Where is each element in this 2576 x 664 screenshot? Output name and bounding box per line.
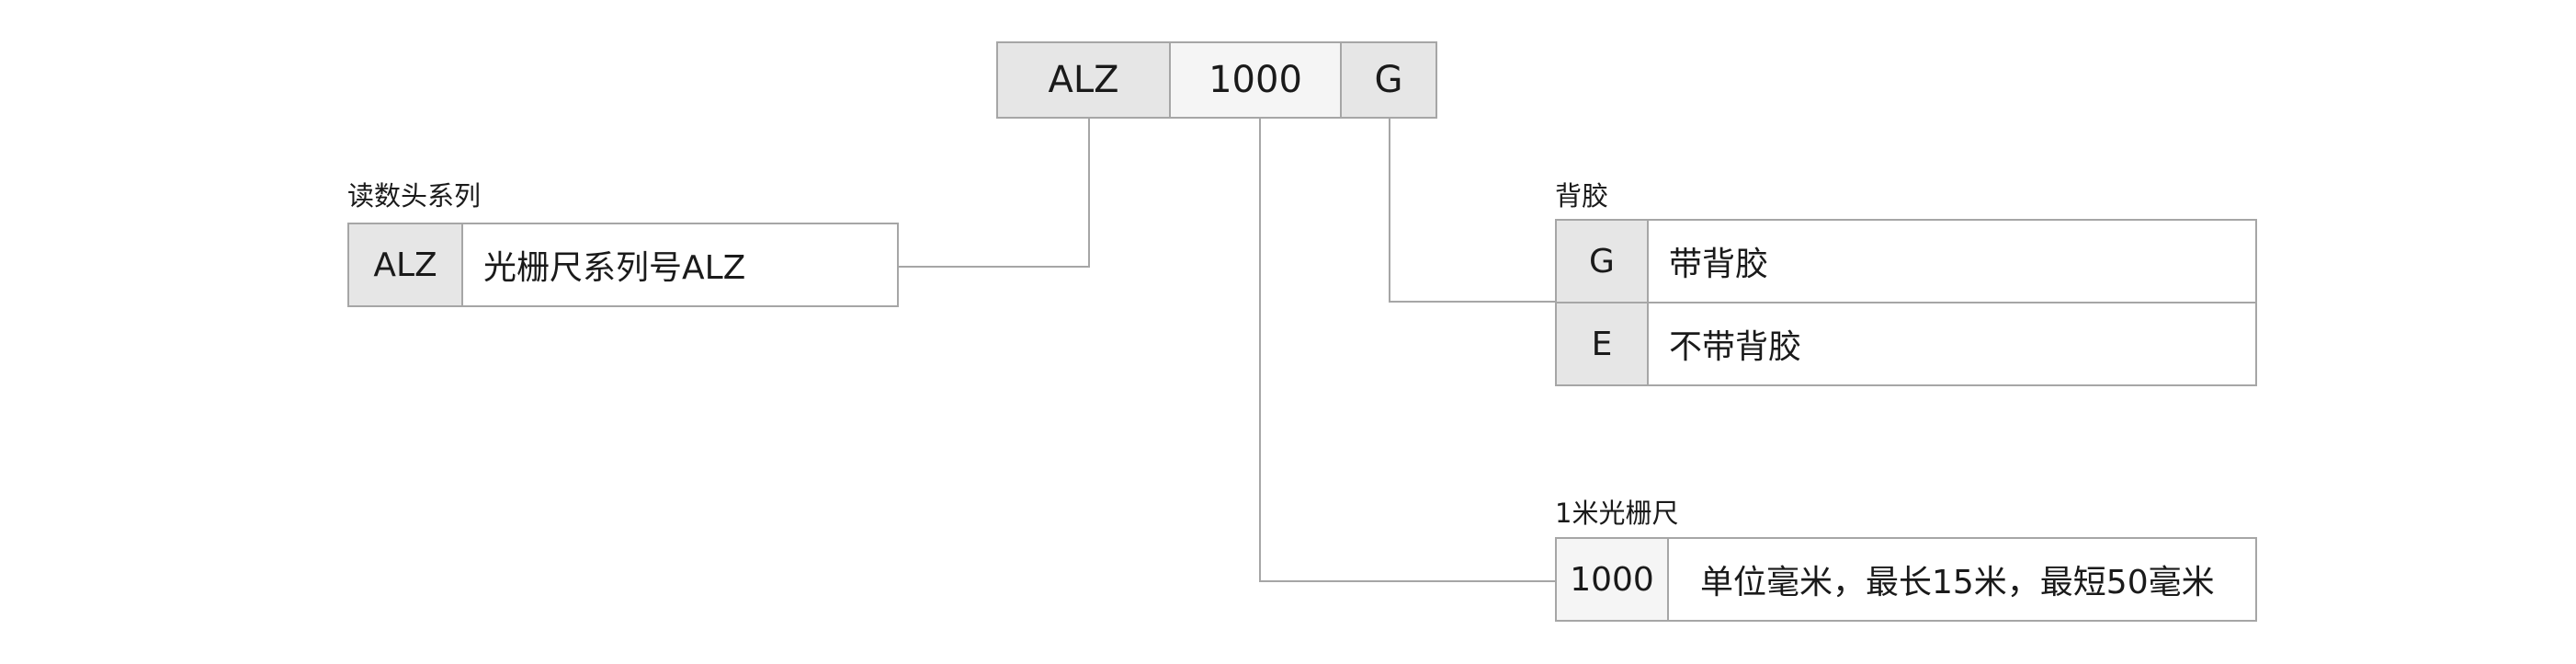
connector-series bbox=[898, 117, 1090, 268]
code-part-length: 1000 bbox=[1169, 41, 1342, 119]
option-desc: 单位毫米，最长15米，最短50毫米 bbox=[1667, 537, 2257, 622]
group-title: 1米光栅尺 bbox=[1555, 498, 1679, 529]
option-code: E bbox=[1555, 302, 1649, 386]
option-code: 1000 bbox=[1555, 537, 1669, 622]
option-desc: 带背胶 bbox=[1647, 219, 2257, 303]
code-part-backing: G bbox=[1340, 41, 1437, 119]
connector-length bbox=[1259, 117, 1558, 582]
code-part-series: ALZ bbox=[996, 41, 1171, 119]
option-code: ALZ bbox=[347, 223, 463, 307]
group-title: 背胶 bbox=[1555, 180, 1609, 212]
option-desc: 不带背胶 bbox=[1647, 302, 2257, 386]
group-title: 读数头系列 bbox=[347, 180, 482, 212]
connector-backing bbox=[1389, 117, 1558, 303]
option-desc: 光栅尺系列号ALZ bbox=[461, 223, 899, 307]
option-code: G bbox=[1555, 219, 1649, 303]
